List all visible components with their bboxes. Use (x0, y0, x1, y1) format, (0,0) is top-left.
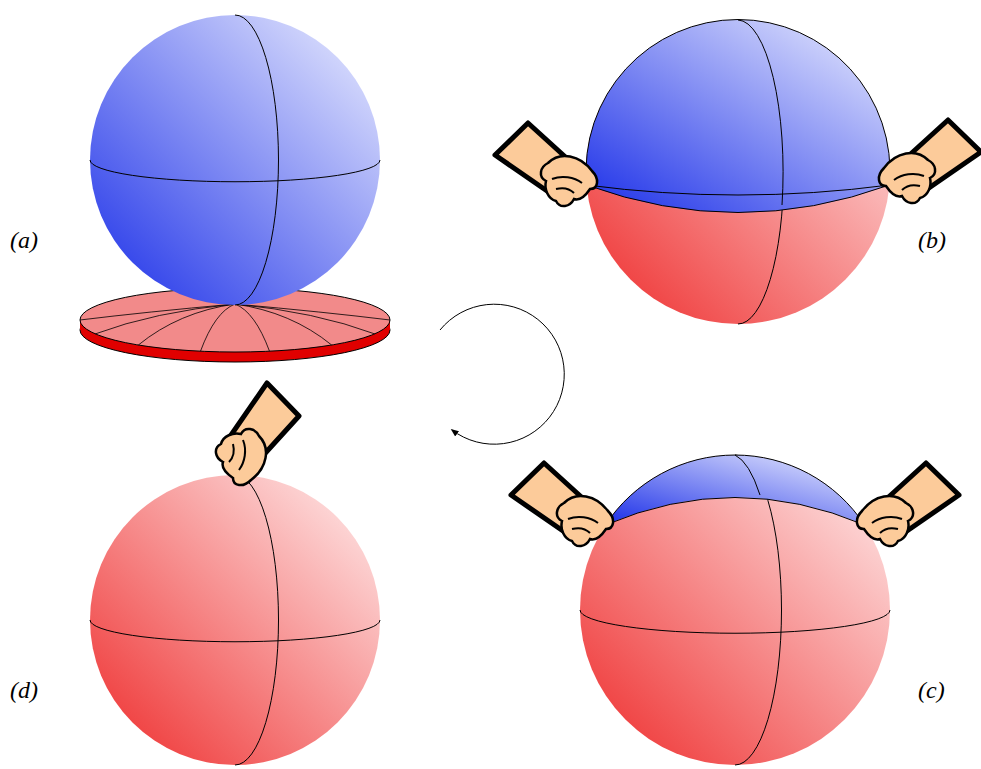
meridian-line (735, 455, 782, 765)
blue-sphere (90, 15, 380, 305)
panel-label: (a) (10, 228, 38, 252)
panel-label: (b) (918, 228, 946, 252)
panel-label: (c) (918, 678, 945, 702)
equator-line (90, 160, 380, 182)
equator-line (90, 620, 380, 642)
red-sphere (586, 20, 890, 324)
red-sphere (90, 475, 380, 765)
equator-line (580, 610, 890, 633)
meridian-line (235, 15, 278, 305)
cycle-arrow (440, 304, 564, 444)
hand-icon (495, 123, 597, 206)
panel-label: (d) (10, 678, 38, 702)
hand-icon (216, 383, 299, 485)
hand-icon (857, 463, 959, 546)
hand-icon (511, 463, 613, 546)
meridian-line (235, 475, 279, 765)
red-sphere (580, 455, 890, 765)
hand-icon (879, 120, 981, 203)
